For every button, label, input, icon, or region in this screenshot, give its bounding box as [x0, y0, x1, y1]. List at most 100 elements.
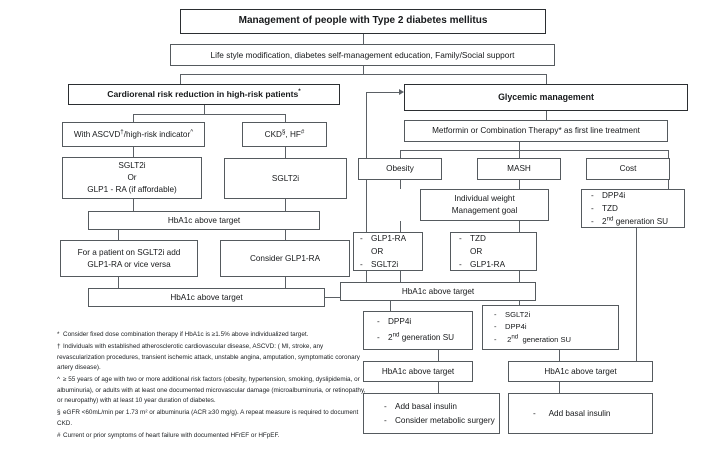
connector-metformin-split-bar [400, 150, 668, 151]
node-metformin[interactable]: Metformin or Combination Therapy* as fir… [404, 120, 668, 142]
bullet-item: -Add basal insulin [384, 402, 457, 412]
connector-costdrugs-to-hba1cright [636, 228, 637, 361]
node-ascvd-label: With ASCVD†/high-risk indicator^ [73, 127, 194, 139]
connector-riser-arm-to-glycemic [366, 92, 400, 93]
node-ckd-hf[interactable]: CKD§, HF# [242, 122, 327, 147]
bullet-item: -DPP4i [494, 322, 527, 332]
connector-weightgoal-to-obesitydrugs [400, 221, 401, 232]
connector-split-to-cardiorenal [180, 74, 181, 84]
connector-cardiorenal-bar [133, 114, 285, 115]
bullet-item: - 2nd generation SU [494, 333, 572, 344]
connector-hba1cmid2-to-insulin [438, 382, 439, 393]
footnote-marker: † [57, 343, 61, 351]
node-insulin-metabolic-surgery[interactable]: -Add basal insulin -Consider metabolic s… [363, 393, 500, 434]
bullet-list: -SGLT2i -DPP4i - 2nd generation SU [485, 309, 616, 346]
line-1: Individual weight [454, 194, 515, 204]
bullet-list: -GLP1-RA -OR -SGLT2i [356, 232, 420, 272]
connector-hba1cright2-to-insulin [559, 382, 560, 393]
bullet-item: -OR [371, 246, 384, 256]
bullet-list: -Add basal insulin -Consider metabolic s… [366, 400, 497, 427]
connector-midrightdrugs-to-hba1cright2 [559, 350, 560, 361]
node-cardiorenal[interactable]: Cardiorenal risk reduction in high-risk … [68, 84, 340, 105]
footnote-dagger: †Individuals with established atheroscle… [57, 342, 367, 373]
line-1: For a patient on SGLT2i add [77, 247, 181, 257]
connector-sglt2iadd-to-hba1c2 [118, 277, 119, 288]
footnote-marker: ^ [57, 376, 60, 384]
connector-split-to-obesity [400, 150, 401, 158]
node-sglt2i-or-glp1ra[interactable]: SGLT2i Or GLP1 - RA (if affordable) [62, 157, 202, 199]
node-sglt2i-ckd[interactable]: SGLT2i [224, 158, 347, 199]
connector-glycemic-to-metformin [546, 111, 547, 120]
node-mid-right-drugs[interactable]: -SGLT2i -DPP4i - 2nd generation SU [482, 305, 619, 350]
connector-lifestyle-down [363, 66, 364, 74]
footnote-marker: § [57, 409, 61, 417]
node-hba1c-left-1[interactable]: HbA1c above target [88, 211, 320, 230]
bullet-item: -TZD [591, 203, 618, 213]
node-cost-drugs[interactable]: -DPP4i -TZD -2nd generation SU [581, 189, 685, 228]
connector-drugs-to-hba1c1 [133, 199, 134, 211]
bullet-item: - Add basal insulin [533, 408, 611, 418]
connector-split-to-glycemic [546, 74, 547, 84]
node-obesity[interactable]: Obesity [358, 158, 442, 180]
node-consider-glp1ra[interactable]: Consider GLP1-RA [220, 240, 350, 277]
bullet-list: -TZD -OR -GLP1-RA [453, 232, 534, 272]
connector-top-split-bar [180, 74, 546, 75]
node-cost[interactable]: Cost [586, 158, 670, 180]
node-ascvd[interactable]: With ASCVD†/high-risk indicator^ [62, 122, 205, 147]
connector-riser-to-glycemic [366, 92, 367, 298]
connector-sglt2i-to-hba1c1 [285, 199, 286, 211]
node-mash[interactable]: MASH [477, 158, 561, 180]
bullet-item: -SGLT2i [360, 260, 399, 270]
connector-bar-to-ckd [285, 114, 286, 122]
connector-split-to-cost [668, 150, 669, 158]
bullet-list: -DPP4i -2nd generation SU [366, 315, 470, 346]
connector-mash-to-weightgoal [519, 180, 520, 189]
bullet-item: -GLP1-RA [360, 233, 407, 243]
node-add-basal-insulin[interactable]: - Add basal insulin [508, 393, 653, 434]
node-lifestyle[interactable]: Life style modification, diabetes self-m… [170, 44, 555, 66]
node-individual-weight-goal[interactable]: Individual weight Management goal [420, 189, 549, 221]
connector-split-to-mash [519, 150, 520, 158]
connector-cost-to-costdrugs [668, 180, 669, 189]
connector-metformin-down [519, 142, 520, 150]
footnotes: *Consider fixed dose combination therapy… [57, 330, 367, 444]
bullet-list: - Add basal insulin [511, 407, 650, 420]
node-mid-left-drugs[interactable]: -DPP4i -2nd generation SU [363, 311, 473, 350]
connector-ckd-to-sglt2i [285, 147, 286, 158]
node-root[interactable]: Management of people with Type 2 diabete… [180, 9, 546, 34]
bullet-item: -SGLT2i [494, 310, 531, 320]
footnote-asterisk: *Consider fixed dose combination therapy… [57, 330, 367, 340]
node-hba1c-mid-2[interactable]: HbA1c above target [363, 361, 473, 382]
footnote-text: Consider fixed dose combination therapy … [63, 331, 309, 338]
footnote-section: §eGFR <60mL/min per 1.73 m² or albuminur… [57, 408, 367, 429]
node-obesity-drugs[interactable]: -GLP1-RA -OR -SGLT2i [353, 232, 423, 271]
connector-hba1c1-to-left [118, 230, 119, 240]
footnote-text: ≥ 55 years of age with two or more addit… [57, 376, 366, 404]
bullet-list: -DPP4i -TZD -2nd generation SU [584, 189, 682, 229]
node-hba1c-left-2[interactable]: HbA1c above target [88, 288, 325, 307]
line-2: Or [127, 173, 137, 183]
connector-obesitydrugs-to-hba1cmid1 [400, 271, 401, 282]
bullet-item: -DPP4i [377, 317, 412, 327]
node-ckd-label: CKD§, HF# [264, 127, 305, 139]
connector-weightgoal-to-mashdrugs [519, 221, 520, 232]
footnote-marker: # [57, 432, 61, 440]
footnote-text: eGFR <60mL/min per 1.73 m² or albuminuri… [57, 409, 359, 427]
node-sglt2i-add-glp1ra[interactable]: For a patient on SGLT2i add GLP1-RA or v… [60, 240, 198, 277]
connector-mashdrugs-to-hba1cmid1 [519, 271, 520, 282]
connector-hba1c1-to-right [285, 230, 286, 240]
node-hba1c-right-2[interactable]: HbA1c above target [508, 361, 653, 382]
node-glycemic[interactable]: Glycemic management [404, 84, 688, 111]
node-hba1c-mid-1[interactable]: HbA1c above target [340, 282, 536, 301]
bullet-item: -2nd generation SU [591, 215, 669, 227]
bullet-item: -OR [470, 246, 483, 256]
connector-bar-to-ascvd [133, 114, 134, 122]
node-mash-drugs[interactable]: -TZD -OR -GLP1-RA [450, 232, 537, 271]
connector-midleftdrugs-to-hba1cmid2 [438, 350, 439, 361]
footnote-caret: ^≥ 55 years of age with two or more addi… [57, 375, 367, 406]
bullet-item: -DPP4i [591, 190, 626, 200]
footnote-marker: * [57, 331, 60, 338]
connector-root-to-lifestyle [363, 34, 364, 44]
connector-considerglp1-to-hba1c2 [285, 277, 286, 288]
line-2: GLP1-RA or vice versa [87, 259, 171, 269]
